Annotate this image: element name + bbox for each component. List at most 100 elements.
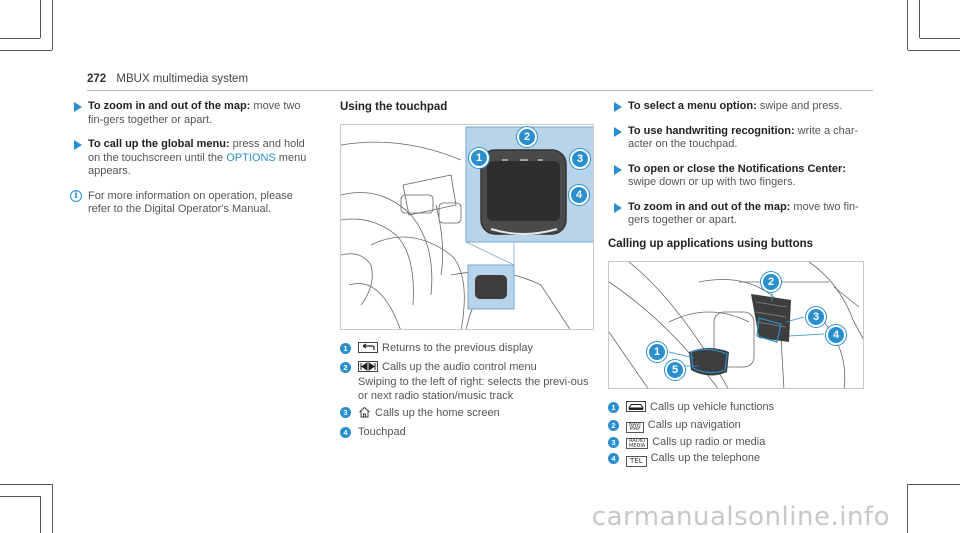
legend-text: Touchpad	[358, 425, 406, 438]
callout-4: 4	[826, 324, 846, 345]
step-zoom-map: To zoom in and out of the map: move two …	[608, 201, 868, 228]
legend-number: 4	[608, 453, 619, 464]
step-text: move two fin-gers together or apart.	[628, 200, 859, 227]
crop-mark	[0, 50, 52, 51]
step-arrow-icon	[614, 102, 622, 112]
legend-number: 3	[340, 407, 351, 418]
step-notifications: To open or close the Notifications Cente…	[608, 163, 868, 190]
key-bottom-label: MAP	[629, 426, 641, 432]
section-heading: Using the touchpad	[340, 101, 448, 113]
info-note: i For more information on operation, ple…	[68, 189, 318, 217]
legend-item-vehicle: 1 Calls up vehicle functions	[608, 400, 868, 417]
crop-mark	[919, 0, 920, 38]
step-label: To open or close the Notifications Cente…	[628, 162, 846, 175]
key-bottom-label: MEDIA	[629, 442, 646, 449]
page-header: 272 MBUX multimedia system	[87, 73, 248, 85]
legend-text: Calls up navigation	[647, 419, 741, 431]
legend-number: 2	[340, 361, 351, 373]
page-title: MBUX multimedia system	[116, 73, 249, 85]
page-number: 272	[87, 73, 107, 85]
step-text: menu appears.	[88, 151, 307, 178]
crop-mark	[907, 0, 908, 50]
step-zoom-map: To zoom in and out of the map: move two …	[68, 100, 318, 127]
column-left: To zoom in and out of the map: move two …	[68, 100, 318, 217]
legend-text: Returns to the previous display	[382, 342, 534, 354]
crop-mark	[907, 484, 908, 533]
crop-mark	[52, 0, 53, 50]
legend-number: 1	[340, 343, 351, 354]
step-text: swipe and press.	[756, 100, 843, 112]
touchpad-drawing	[341, 126, 593, 329]
crop-mark	[908, 50, 960, 51]
column-right: To select a menu option: swipe and press…	[608, 100, 868, 470]
header-divider	[87, 90, 873, 91]
skip-track-icon	[358, 360, 378, 377]
watermark: carmanualsonline.info	[591, 502, 890, 532]
crop-mark	[920, 38, 960, 39]
step-text: write a char-acter on the touchpad.	[628, 124, 859, 151]
crop-mark	[0, 484, 52, 485]
note-text: For more information on operation, pleas…	[88, 189, 293, 216]
key-top-label: NAVI	[629, 421, 641, 428]
callout-5: 5	[665, 359, 685, 380]
crop-mark	[40, 0, 41, 38]
callout-1: 1	[647, 341, 667, 362]
options-menu-term: OPTIONS	[226, 151, 276, 164]
key-top-label: RADIO	[629, 438, 646, 444]
step-label: To select a menu option:	[628, 100, 757, 112]
crop-mark	[0, 38, 40, 39]
step-label: To zoom in and out of the map:	[88, 100, 251, 112]
crop-mark	[40, 496, 41, 533]
step-label: To zoom in and out of the map:	[628, 200, 791, 213]
step-arrow-icon	[614, 126, 622, 137]
vehicle-icon	[626, 400, 646, 417]
step-text: press and hold on the touchscreen until …	[88, 138, 305, 164]
legend-text: Calls up the home screen	[375, 407, 500, 419]
back-arrow-icon	[358, 342, 378, 358]
crop-mark	[52, 484, 53, 533]
legend-item-touchpad: 4 Touchpad	[340, 426, 596, 440]
legend-item-audio: 2 Calls up the audio control menu Swipin…	[340, 360, 596, 404]
info-icon: i	[70, 189, 82, 202]
step-text: swipe down or up with two fingers.	[628, 176, 796, 188]
legend-number: 4	[340, 426, 351, 438]
column-middle: Using the touchpad	[340, 100, 596, 442]
step-handwriting: To use handwriting recognition: write a …	[608, 125, 868, 152]
legend-number: 1	[608, 401, 619, 413]
callout-2: 2	[517, 127, 537, 147]
callout-3: 3	[806, 306, 826, 327]
step-arrow-icon	[614, 202, 622, 213]
legend-text: Calls up vehicle functions	[650, 400, 775, 413]
step-arrow-icon	[614, 164, 622, 175]
tel-key-icon: TEL	[626, 456, 647, 467]
step-arrow-icon	[74, 102, 82, 112]
step-label: To call up the global menu:	[88, 138, 230, 150]
step-select-option: To select a menu option: swipe and press…	[608, 100, 868, 114]
touchpad-legend: 1 Returns to the previous display 2 Call…	[340, 342, 596, 439]
section-heading: Calling up applications using buttons	[608, 237, 814, 250]
step-label: To use handwriting recognition:	[628, 124, 795, 137]
crop-mark	[0, 496, 40, 497]
legend-text: Calls up the telephone	[650, 452, 761, 464]
legend-text: Calls up the audio control menu	[382, 360, 537, 373]
legend-number: 2	[608, 420, 619, 431]
step-text: move two fin-gers together or apart.	[88, 100, 301, 126]
home-icon	[358, 406, 371, 423]
legend-item-home: 3 Calls up the home screen	[340, 406, 596, 423]
legend-item-back: 1 Returns to the previous display	[340, 342, 596, 358]
step-global-menu: To call up the global menu: press and ho…	[68, 138, 318, 179]
step-arrow-icon	[74, 140, 82, 150]
buttons-drawing	[609, 261, 863, 388]
legend-extra-text: Swiping to the left of right: selects th…	[358, 376, 589, 402]
callout-2: 2	[761, 271, 781, 292]
callout-1: 1	[469, 148, 489, 168]
legend-number: 3	[608, 436, 619, 448]
touchpad-illustration: 1 2 3 4	[340, 124, 594, 330]
crop-mark	[908, 484, 960, 485]
